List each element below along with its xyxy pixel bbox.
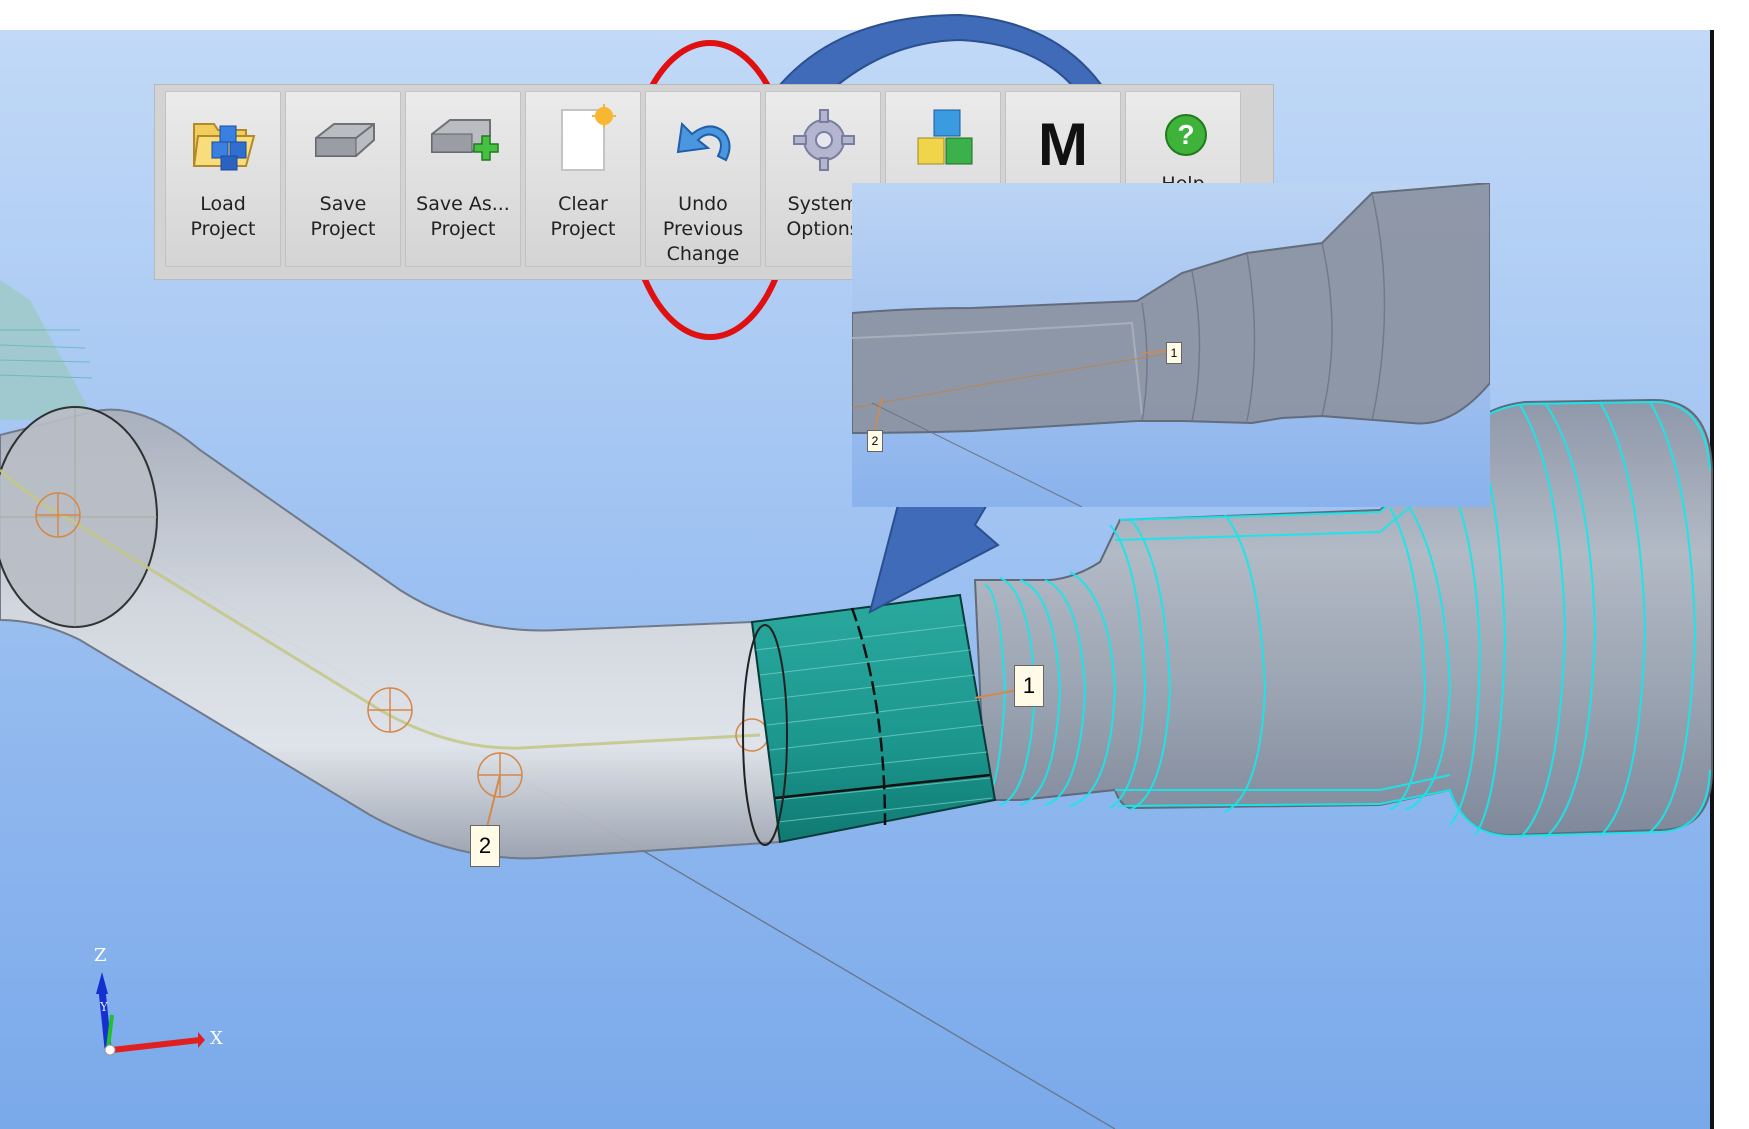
save-as-project-label: Save As... Project (416, 193, 510, 240)
system-options-button[interactable]: System Options (765, 91, 881, 267)
save-project-button[interactable]: Save Project (285, 91, 401, 267)
callout-node-1: 1 (1014, 665, 1044, 707)
pipe-centerline (0, 468, 761, 750)
undo-previous-change-label: Undo Previous Change (662, 193, 744, 265)
axis-x-label: X (210, 1028, 223, 1049)
save-project-icon (315, 123, 375, 157)
inset-callout-2: 2 (867, 430, 883, 452)
clear-project-label: Clear Project (550, 193, 616, 240)
clear-project-icon (561, 104, 616, 171)
wireframe-edges (984, 400, 1711, 839)
load-project-button[interactable]: Load Project (165, 91, 281, 267)
system-options-label: System Options (786, 193, 860, 240)
undo-icon (676, 121, 731, 162)
axis-triad (96, 972, 205, 1056)
cubes-icon (917, 109, 973, 165)
inset-callout-1: 1 (1166, 342, 1182, 364)
project-toolbar: Load Project Save Project Save As... Pro… (154, 84, 1274, 280)
gear-icon (793, 109, 855, 171)
clear-project-button[interactable]: Clear Project (525, 91, 641, 267)
load-project-label: Load Project (190, 193, 256, 240)
save-project-label: Save Project (310, 193, 376, 240)
joint-sleeve (750, 593, 997, 844)
left-teal-sleeve (0, 280, 95, 420)
axis-z-label: Z (94, 945, 107, 966)
load-project-icon (192, 123, 256, 171)
undo-previous-change-button[interactable]: Undo Previous Change (645, 91, 761, 267)
save-as-project-button[interactable]: Save As... Project (405, 91, 521, 267)
callout-node-2: 2 (470, 825, 500, 867)
help-icon: ? (1165, 114, 1207, 156)
bent-pipe (0, 408, 782, 860)
m-letter-icon: M (1038, 111, 1088, 178)
axis-y-label: Y (100, 1000, 108, 1014)
save-as-icon (431, 119, 499, 161)
